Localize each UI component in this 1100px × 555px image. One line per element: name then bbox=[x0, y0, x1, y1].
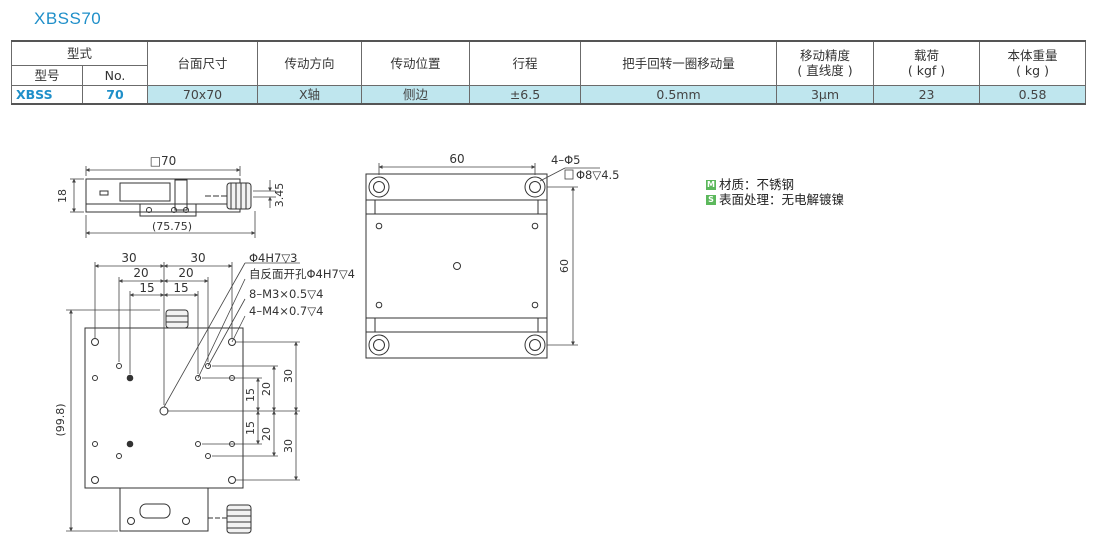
surface-row: S 表面处理：无电解镀镍 bbox=[706, 192, 844, 207]
dim-bottom-60: 60 bbox=[449, 152, 464, 166]
header-drive-direction: 传动方向 bbox=[257, 40, 363, 86]
material-text: 材质：不锈钢 bbox=[719, 177, 795, 192]
header-table-size: 台面尺寸 bbox=[147, 40, 259, 86]
header-no: No. bbox=[81, 64, 149, 86]
cell-accuracy: 3μm bbox=[776, 84, 875, 105]
note-m4-holes: 4–M4×0.7▽4 bbox=[249, 304, 323, 318]
bottom-dimensions bbox=[378, 163, 600, 346]
top-dimensions bbox=[66, 262, 300, 532]
spec-table: 型式 台面尺寸 传动方向 传动位置 行程 把手回转一圈移动量 移动精度( 直线度… bbox=[10, 40, 1087, 105]
dim-right-15a: 15 bbox=[244, 388, 257, 402]
dim-side-height: 18 bbox=[56, 189, 69, 203]
cell-drive-direction: X轴 bbox=[257, 84, 363, 105]
header-weight: 本体重量( kg ) bbox=[979, 40, 1087, 86]
header-travel-per-rev: 把手回转一圈移动量 bbox=[580, 40, 778, 86]
page-title: XBSS70 bbox=[34, 9, 102, 28]
dim-right-30b: 30 bbox=[282, 439, 295, 453]
side-block bbox=[119, 182, 171, 202]
side-bracket bbox=[174, 179, 188, 211]
header-stroke: 行程 bbox=[469, 40, 582, 86]
dim-top-30b: 30 bbox=[190, 251, 205, 265]
header-weight-line2: ( kg ) bbox=[1016, 63, 1049, 79]
cell-weight: 0.58 bbox=[979, 84, 1087, 105]
dim-right-20b: 20 bbox=[260, 427, 273, 441]
dim-top-30a: 30 bbox=[121, 251, 136, 265]
dim-top-20a: 20 bbox=[133, 266, 148, 280]
cell-table-size: 70x70 bbox=[147, 84, 259, 105]
material-row: M 材质：不锈钢 bbox=[706, 177, 844, 192]
bottom-rail-top bbox=[365, 199, 548, 215]
top-drive-housing bbox=[119, 487, 209, 532]
cell-drive-position: 侧边 bbox=[361, 84, 471, 105]
header-model-group: 型式 bbox=[10, 40, 149, 66]
note-bottom-cbore: Φ8▽4.5 bbox=[576, 168, 620, 182]
note-bottom-holes: 4–Φ5 bbox=[551, 153, 580, 167]
side-view bbox=[85, 178, 252, 217]
header-weight-line1: 本体重量 bbox=[1007, 48, 1058, 64]
dim-top-20b: 20 bbox=[178, 266, 193, 280]
cell-travel-per-rev: 0.5mm bbox=[580, 84, 778, 105]
material-legend: M 材质：不锈钢 S 表面处理：无电解镀镍 bbox=[706, 177, 844, 207]
dim-top-15a: 15 bbox=[139, 281, 154, 295]
surface-badge-icon: S bbox=[706, 194, 716, 205]
surface-text: 表面处理：无电解镀镍 bbox=[719, 192, 845, 207]
cell-load: 23 bbox=[873, 84, 981, 105]
top-view bbox=[84, 309, 252, 534]
bottom-view bbox=[365, 173, 548, 359]
note-back-hole: 自反面开孔Φ4H7▽4 bbox=[249, 267, 355, 281]
bottom-body bbox=[365, 173, 548, 359]
header-accuracy-line1: 移动精度 bbox=[800, 48, 851, 64]
dim-bottom-60v: 60 bbox=[558, 259, 571, 273]
dim-top-15b: 15 bbox=[173, 281, 188, 295]
dim-right-20a: 20 bbox=[260, 382, 273, 396]
header-load: 载荷( kgf ) bbox=[873, 40, 981, 86]
bottom-rail-bottom bbox=[365, 317, 548, 333]
side-lower-block bbox=[139, 203, 197, 217]
dim-side-width: □70 bbox=[150, 154, 177, 168]
dim-left-overall: (99.8) bbox=[54, 403, 67, 436]
header-load-line1: 载荷 bbox=[914, 48, 940, 64]
cell-stroke: ±6.5 bbox=[469, 84, 582, 105]
header-load-line2: ( kgf ) bbox=[907, 63, 946, 79]
side-dimensions bbox=[70, 166, 276, 238]
top-knob bbox=[226, 504, 252, 534]
material-badge-icon: M bbox=[706, 179, 716, 190]
dim-side-overall: (75.75) bbox=[152, 220, 192, 233]
dim-side-offset: 3.45 bbox=[273, 183, 286, 208]
header-accuracy-line2: ( 直线度 ) bbox=[797, 63, 853, 79]
top-lock-knob bbox=[165, 309, 189, 329]
dim-right-30a: 30 bbox=[282, 369, 295, 383]
dim-right-15b: 15 bbox=[244, 421, 257, 435]
cell-no: 70 bbox=[81, 84, 149, 105]
note-pin-hole: Φ4H7▽3 bbox=[249, 251, 298, 265]
header-drive-position: 传动位置 bbox=[361, 40, 471, 86]
header-model: 型号 bbox=[11, 64, 83, 86]
note-m3-holes: 8–M3×0.5▽4 bbox=[249, 287, 323, 301]
